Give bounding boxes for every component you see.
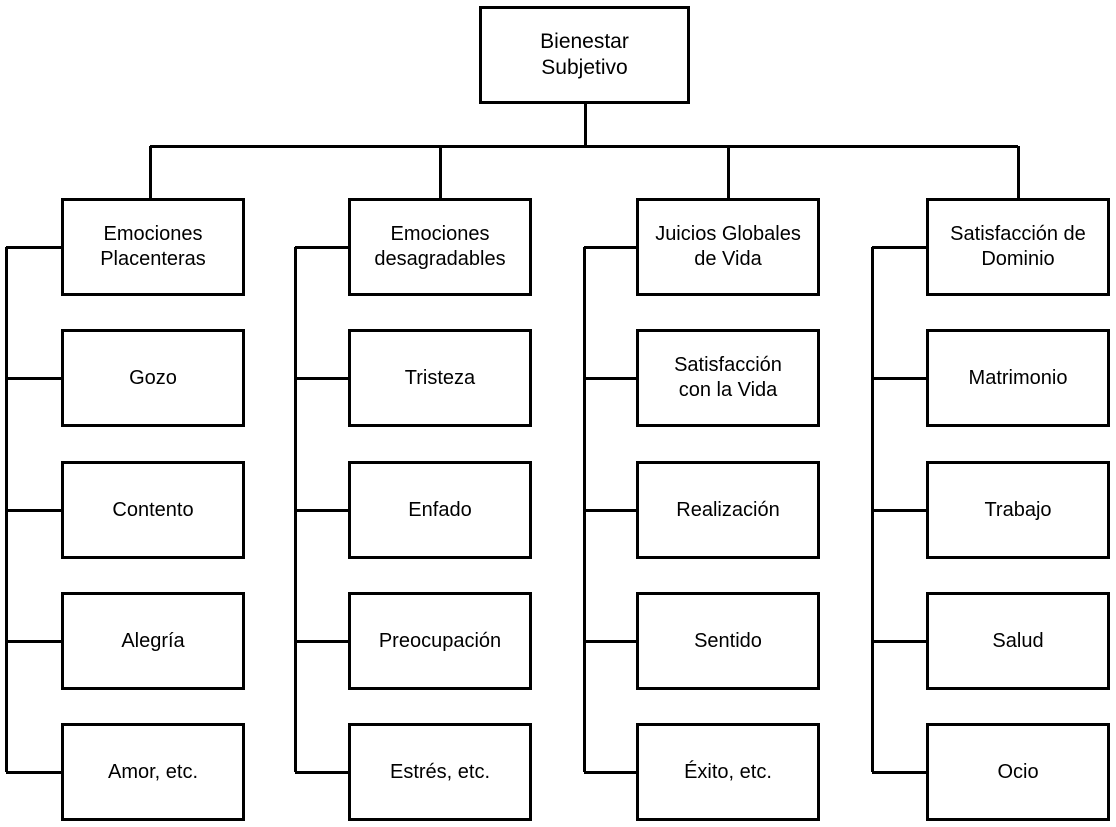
branch-header-0-label: Emociones Placenteras	[100, 223, 206, 270]
branch-2-child-0-label: Satisfacción con la Vida	[674, 354, 782, 401]
branch-1-child-2[interactable]: Preocupación	[348, 592, 532, 690]
branch-3-child-2-label: Salud	[992, 629, 1044, 652]
branch-2-child-stub-2	[584, 640, 636, 643]
branch-3-child-0-label: Matrimonio	[968, 366, 1068, 389]
branch-header-0[interactable]: Emociones Placenteras	[61, 198, 245, 296]
branch-0-child-2[interactable]: Alegría	[61, 592, 245, 690]
branch-header-1-label: Emociones desagradables	[374, 223, 506, 270]
branch-3-child-stub-0	[872, 377, 926, 380]
branch-header-1[interactable]: Emociones desagradables	[348, 198, 532, 296]
branch-1-child-1-label: Enfado	[408, 498, 472, 521]
branch-0-child-3[interactable]: Amor, etc.	[61, 723, 245, 821]
branch-1-child-3-label: Estrés, etc.	[389, 760, 491, 783]
branch-1-child-2-label: Preocupación	[378, 629, 502, 652]
root-node[interactable]: Bienestar Subjetivo	[479, 6, 690, 104]
branch-3-child-stub-3	[872, 771, 926, 774]
branch-header-stub-1	[295, 246, 348, 249]
branch-1-child-stub-1	[295, 509, 348, 512]
branch-3-child-1[interactable]: Trabajo	[926, 461, 1110, 559]
branch-2-child-1-label: Realización	[676, 498, 780, 521]
branch-header-2-label: Juicios Globales de Vida	[655, 223, 801, 270]
branch-0-child-stub-0	[6, 377, 61, 380]
branch-2-child-0[interactable]: Satisfacción con la Vida	[636, 329, 820, 427]
branch-3-child-3-label: Ocio	[997, 760, 1039, 783]
branch-header-3-label: Satisfacción de Dominio	[950, 223, 1086, 270]
branch-0-child-3-label: Amor, etc.	[107, 760, 199, 783]
branch-0-child-stub-2	[6, 640, 61, 643]
branch-2-child-1[interactable]: Realización	[636, 461, 820, 559]
branch-2-child-3-label: Éxito, etc.	[684, 760, 772, 783]
branch-header-3[interactable]: Satisfacción de Dominio	[926, 198, 1110, 296]
branch-2-child-3[interactable]: Éxito, etc.	[636, 723, 820, 821]
branch-2-child-2[interactable]: Sentido	[636, 592, 820, 690]
branch-0-child-1[interactable]: Contento	[61, 461, 245, 559]
branch-0-child-0[interactable]: Gozo	[61, 329, 245, 427]
branch-0-child-0-label: Gozo	[129, 366, 177, 389]
branch-3-child-0[interactable]: Matrimonio	[926, 329, 1110, 427]
branch-2-child-2-label: Sentido	[694, 629, 762, 652]
branch-2-child-stub-1	[584, 509, 636, 512]
branch-drop-connector-3	[1017, 146, 1020, 198]
branch-0-child-2-label: Alegría	[121, 629, 185, 652]
branch-1-child-stub-0	[295, 377, 348, 380]
branch-1-child-stub-3	[295, 771, 348, 774]
root-stem-connector	[583, 104, 587, 146]
branch-3-child-3[interactable]: Ocio	[926, 723, 1110, 821]
branch-0-child-stub-1	[6, 509, 61, 512]
branch-0-child-stub-3	[6, 771, 61, 774]
branch-0-child-1-label: Contento	[112, 498, 194, 521]
branch-header-stub-3	[872, 246, 926, 249]
branch-2-child-stub-3	[584, 771, 636, 774]
branch-2-child-stub-0	[584, 377, 636, 380]
branch-3-child-stub-1	[872, 509, 926, 512]
branch-header-stub-2	[584, 246, 636, 249]
branch-1-child-1[interactable]: Enfado	[348, 461, 532, 559]
branch-drop-connector-2	[727, 146, 730, 198]
branch-header-stub-0	[6, 246, 61, 249]
branch-1-child-3[interactable]: Estrés, etc.	[348, 723, 532, 821]
branch-3-child-stub-2	[872, 640, 926, 643]
root-node-label: Bienestar Subjetivo	[540, 29, 629, 79]
branch-3-child-1-label: Trabajo	[984, 498, 1052, 521]
branch-1-child-0-label: Tristeza	[404, 366, 476, 389]
branch-1-child-0[interactable]: Tristeza	[348, 329, 532, 427]
branch-drop-connector-0	[149, 146, 152, 198]
branch-distribution-bus	[150, 145, 1018, 148]
branch-header-2[interactable]: Juicios Globales de Vida	[636, 198, 820, 296]
branch-3-child-2[interactable]: Salud	[926, 592, 1110, 690]
branch-1-child-stub-2	[295, 640, 348, 643]
branch-drop-connector-1	[439, 146, 442, 198]
